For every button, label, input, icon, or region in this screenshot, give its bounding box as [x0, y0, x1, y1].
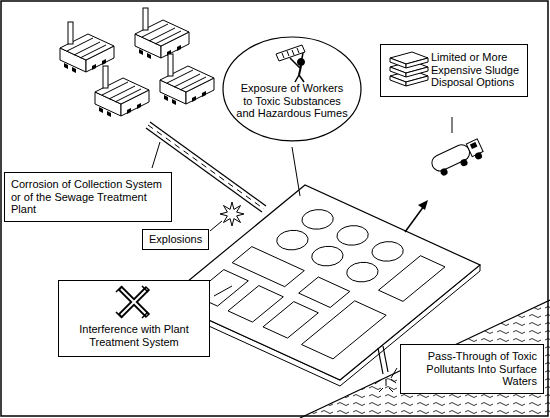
outfall [375, 346, 396, 392]
callout-box: Pass-Through of Toxic Pollutants Into Su… [400, 344, 544, 394]
callout-text: Explosions [149, 233, 202, 246]
hazard-circle: Exposure of Workers to Toxic Substances … [222, 36, 362, 142]
callout-box: Limited or More Expensive Sludge Disposa… [380, 44, 528, 97]
circle-outline [223, 37, 361, 141]
callout-box: Corrosion of Collection System or of the… [4, 172, 172, 222]
callout-text: Pass-Through of Toxic Pollutants Into Su… [407, 350, 537, 388]
factories [60, 8, 214, 117]
callout-box: Interference with Plant Treatment System [58, 280, 210, 357]
explosion-burst [220, 202, 244, 226]
callout-text: Limited or More Expensive Sludge Disposa… [431, 51, 521, 89]
callout-text: Exposure of Workers to Toxic Substances … [236, 82, 348, 120]
callout-text: Interference with Plant Treatment System [65, 323, 203, 348]
callout-text: Corrosion of Collection System or of the… [11, 178, 165, 216]
callout-box: Explosions [142, 229, 209, 250]
sludge-truck [405, 137, 485, 232]
